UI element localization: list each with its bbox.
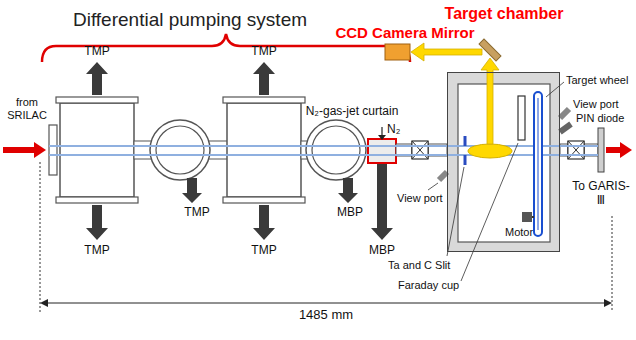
dimension-line — [40, 299, 48, 307]
optical-path — [481, 58, 499, 144]
gate-valve — [412, 141, 428, 159]
pumping-chamber — [208, 141, 228, 159]
optical-path — [468, 144, 512, 158]
optical-path — [385, 39, 512, 158]
view-port — [560, 109, 569, 118]
gate-valve — [598, 128, 604, 172]
optical-path — [385, 44, 410, 60]
pump-label: TMP — [84, 244, 109, 258]
pump-cross — [312, 126, 360, 174]
camera-title: CCD Camera Mirror — [335, 24, 474, 41]
gas-jet-curtain — [368, 139, 396, 163]
beam-pipe — [49, 145, 598, 147]
dimension-line — [604, 299, 612, 307]
pump-arrow — [371, 164, 393, 240]
beam-pipe — [49, 154, 598, 156]
optical-path — [411, 43, 482, 61]
leader-line — [546, 82, 564, 97]
gas-jet-curtain — [378, 135, 386, 140]
part-label: Faraday cup — [398, 279, 459, 292]
pumping-chamber — [60, 103, 134, 197]
slit — [464, 155, 467, 165]
chamber-body — [458, 84, 550, 242]
view-port — [560, 124, 571, 132]
chamber-title: Target chamber — [445, 5, 564, 23]
dimension-label: 1485 mm — [297, 308, 355, 323]
dimension-line — [40, 162, 41, 312]
pump-arrow — [253, 205, 275, 240]
source-label: from SRILAC — [2, 96, 52, 121]
chamber-body — [447, 72, 560, 252]
leader-line — [428, 183, 438, 190]
dimension-line — [612, 216, 613, 312]
leader-line — [447, 167, 464, 256]
pump-arrow — [182, 178, 202, 203]
beam-arrow — [3, 142, 46, 158]
part-label: Ta and C Slit — [388, 259, 450, 272]
gate-valve — [412, 141, 428, 159]
target-wheel — [534, 92, 542, 236]
gate-valve — [568, 141, 584, 159]
view-port — [439, 109, 571, 180]
gas-jet-curtain — [381, 127, 382, 136]
faraday-cup — [518, 96, 525, 140]
pump-label: TMP — [84, 45, 109, 59]
beam-pipe — [49, 146, 598, 155]
pump-label: MBP — [337, 206, 363, 220]
part-label: View port — [573, 98, 619, 111]
pumping-chamber — [49, 125, 57, 175]
section-title: Differential pumping system — [73, 9, 307, 31]
pump-cross — [156, 126, 204, 174]
destination-label: To GARIS-Ⅲ — [568, 180, 634, 208]
pump-cross — [306, 120, 366, 180]
pump-arrow — [338, 178, 358, 203]
slit — [465, 136, 466, 165]
part-label: N₂-gas-jet curtain — [306, 105, 399, 119]
dimension-line — [46, 303, 606, 304]
part-label: Target wheel — [566, 74, 628, 87]
leader-line — [461, 143, 518, 281]
part-label: PIN diode — [576, 112, 624, 125]
optical-path — [479, 39, 501, 61]
target-wheel — [538, 98, 539, 230]
motor — [532, 216, 534, 218]
gas-label: N₂ — [387, 123, 400, 137]
pump-label: TMP — [251, 45, 276, 59]
part-label: Motor — [505, 226, 533, 239]
pumping-chamber — [223, 97, 305, 103]
pump-cross — [150, 120, 366, 180]
pump-cross — [150, 120, 210, 180]
pump-label: TMP — [184, 206, 209, 220]
view-port — [439, 172, 447, 180]
gate-valve — [568, 141, 584, 159]
part-label: View port — [397, 192, 443, 205]
target-wheel — [534, 92, 542, 236]
motor — [522, 212, 534, 222]
pumping-chamber — [56, 97, 138, 103]
pump-arrow — [253, 62, 275, 95]
chamber-body — [447, 72, 560, 252]
pump-arrow — [86, 62, 393, 240]
pumping-chamber — [56, 197, 138, 203]
pumping-chamber — [223, 197, 305, 203]
pump-arrow — [86, 205, 108, 240]
pumping-chamber — [227, 103, 301, 197]
motor — [522, 212, 532, 222]
pump-arrow — [86, 62, 108, 95]
pumping-chamber — [49, 97, 309, 203]
pump-label: TMP — [251, 244, 276, 258]
pump-label: MBP — [369, 244, 395, 258]
beam-arrow — [606, 142, 632, 158]
faraday-cup — [518, 96, 525, 140]
chamber-box: Target chamber — [447, 72, 560, 252]
slit — [464, 136, 467, 146]
